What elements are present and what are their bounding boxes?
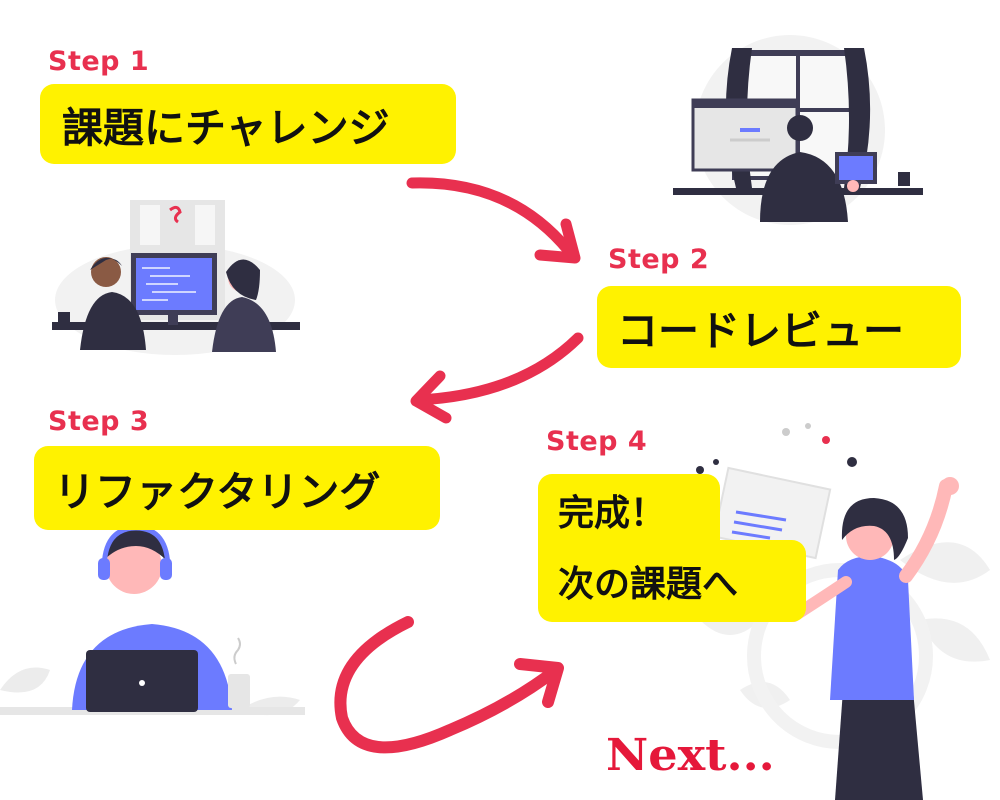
step-2-title: コードレビュー (617, 307, 904, 355)
arrow-step1-to-step2 (406, 177, 581, 264)
step-3-title: リファクタリング (54, 468, 381, 516)
step-4-title-line2: 次の課題へ (558, 564, 739, 605)
step-2-card: コードレビュー (597, 286, 961, 368)
arrow-step2-to-step3 (410, 332, 584, 424)
step-1-card: 課題にチャレンジ (40, 84, 456, 164)
step-4-card-bottom: 次の課題へ (538, 540, 806, 622)
celebrating-woman-illustration (696, 423, 990, 800)
next-label: Next... (606, 730, 775, 781)
step-1-title: 課題にチャレンジ (62, 104, 390, 152)
step-2-label: Step 2 (608, 244, 710, 275)
step-1-label: Step 1 (48, 46, 150, 77)
pair-programming-illustration (52, 200, 300, 355)
step-3-card: リファクタリング (34, 446, 440, 530)
arrow-step3-to-step4 (334, 616, 564, 754)
step-4-label: Step 4 (546, 426, 648, 457)
step-4-title-line1: 完成！ (558, 493, 667, 534)
developer-at-window-illustration (673, 35, 923, 225)
developer-with-headphones-illustration (0, 525, 305, 716)
step-4-card-top: 完成！ (538, 474, 720, 546)
step-3-label: Step 3 (48, 406, 150, 437)
